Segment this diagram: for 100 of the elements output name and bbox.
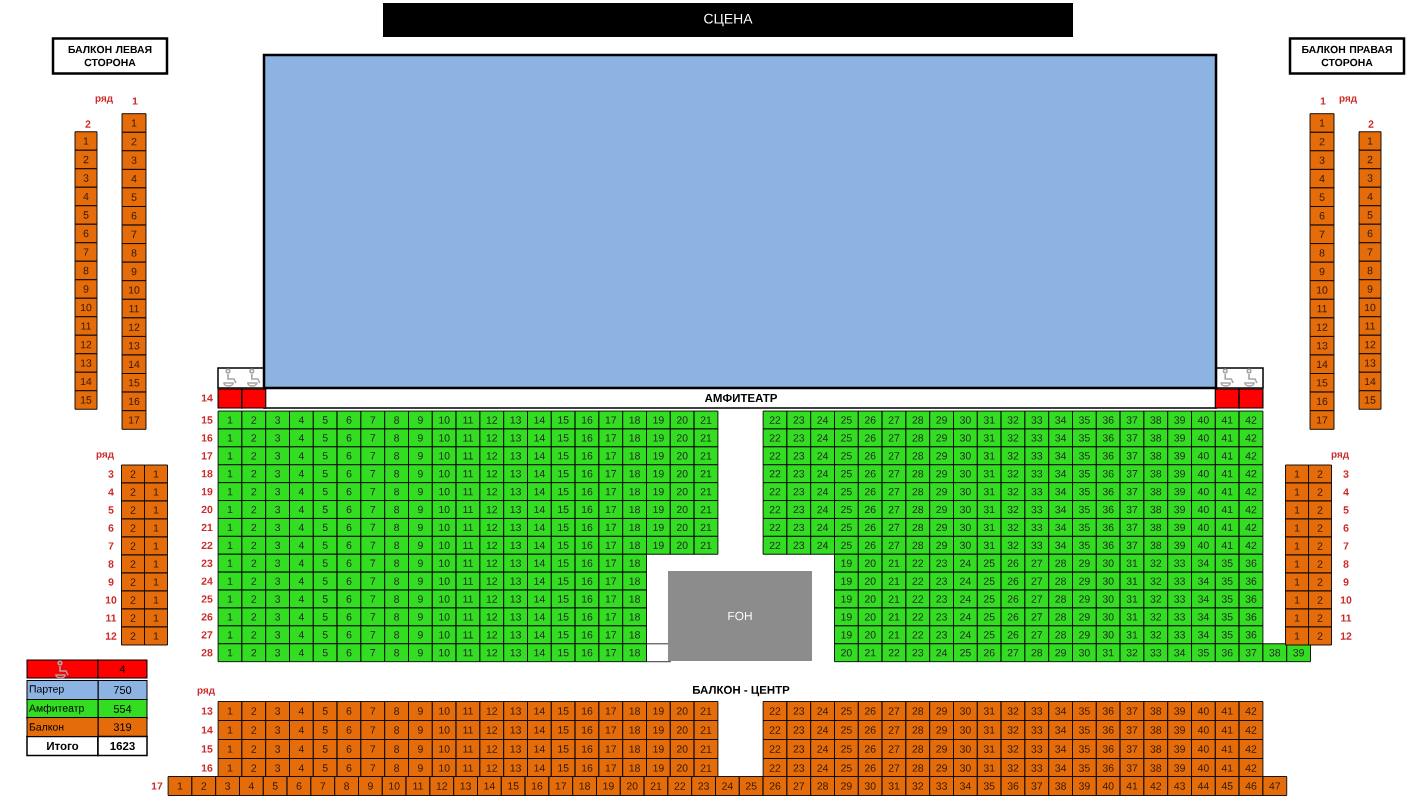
seat-cell: 1	[74, 131, 98, 151]
seat-cell: 33	[929, 776, 954, 796]
seat-cell: 2	[241, 643, 267, 663]
row-number: 10	[105, 596, 117, 604]
seat-cell: 39	[1167, 701, 1192, 721]
seat-cell: 1	[217, 758, 243, 778]
row-number: 3	[108, 470, 114, 478]
seat-cell: 42	[1238, 500, 1264, 519]
seat-cell: 2	[121, 500, 145, 520]
seat-cell: 19	[646, 428, 671, 448]
seat-cell: 34	[1191, 571, 1216, 591]
seat-cell: 7	[360, 701, 386, 721]
seat-cell: 13	[503, 589, 528, 609]
seat-cell: 24	[810, 720, 835, 740]
seat-cell: 25	[834, 758, 859, 778]
seat-cell: 17	[598, 500, 624, 519]
seat-cell: 27	[1000, 643, 1026, 663]
seat-cell: 10	[431, 410, 457, 430]
seat-cell: 14	[527, 446, 552, 466]
seat-cell: 38	[1143, 428, 1169, 448]
seat-cell: 31	[976, 701, 1002, 721]
seat-cell: 7	[360, 482, 386, 501]
seat-cell: 19	[646, 739, 671, 759]
seat-cell: 3	[265, 446, 290, 466]
seat-cell: 29	[929, 758, 954, 778]
seat-cell: 25	[976, 607, 1002, 627]
seat-cell: 20	[669, 720, 695, 740]
seat-cell: 4	[289, 607, 314, 627]
seat-cell: 28	[905, 500, 931, 519]
seat-cell: 12	[479, 607, 505, 627]
seat-cell: 12	[479, 464, 505, 484]
seat-cell: 39	[1167, 500, 1192, 519]
seat-cell: 20	[857, 607, 883, 627]
seat-cell: 2	[1308, 572, 1332, 592]
seat-cell: 20	[857, 553, 883, 573]
seat-cell: 9	[408, 446, 433, 466]
seat-cell: 2	[121, 572, 145, 592]
seat-cell: 39	[1167, 464, 1192, 484]
seat-cell: 30	[953, 428, 978, 448]
seat-cell: 1	[217, 625, 243, 645]
seat-cell: 18	[622, 446, 647, 466]
seat-cell: 1	[167, 776, 193, 796]
seat-cell: 3	[265, 571, 290, 591]
seat-cell: 8	[121, 243, 147, 263]
seat-cell: 40	[1191, 482, 1216, 501]
seat-cell: 36	[1095, 500, 1121, 519]
seat-cell: 30	[953, 518, 978, 537]
seat-cell: 26	[857, 518, 883, 537]
seat-cell: 12	[429, 776, 455, 796]
seat-cell: 23	[691, 776, 716, 796]
seat-cell: 34	[1048, 410, 1073, 430]
seat-cell: 29	[1072, 625, 1097, 645]
seat-cell: 6	[74, 223, 98, 244]
seat-cell: 1	[1285, 572, 1309, 592]
seat-cell: 2	[241, 553, 267, 573]
seat-cell: 38	[1143, 518, 1169, 537]
seat-cell: 41	[1214, 428, 1240, 448]
seat-cell: 26	[857, 739, 883, 759]
row-number: 9	[1343, 578, 1349, 586]
seat-cell: 7	[310, 776, 336, 796]
seat-cell: 4	[289, 758, 314, 778]
seat-cell: 6	[336, 518, 362, 537]
seat-cell: 1	[217, 500, 243, 519]
seat-cell: 10	[431, 446, 457, 466]
seat-cell: 39	[1167, 410, 1192, 430]
seat-cell: 10	[74, 297, 98, 318]
seat-cell: 23	[786, 739, 812, 759]
seat-cell: 1	[144, 590, 168, 610]
seat-cell: 24	[810, 446, 835, 466]
seat-cell: 28	[905, 410, 931, 430]
seat-cell: 18	[622, 410, 647, 430]
seat-cell: 27	[1024, 625, 1050, 645]
seat-cell: 36	[1095, 410, 1121, 430]
seat-cell: 32	[1000, 428, 1026, 448]
seat-cell: 5	[312, 720, 338, 740]
seat-cell: 36	[1238, 607, 1264, 627]
seat-cell: 17	[598, 571, 624, 591]
seat-cell: 15	[1309, 373, 1335, 393]
seat-cell: 41	[1214, 701, 1240, 721]
seat-cell: 22	[762, 739, 788, 759]
seat-cell: 10	[1309, 280, 1335, 300]
seat-cell: 8	[384, 410, 409, 430]
seat-cell: 23	[929, 589, 954, 609]
seat-cell: 25	[834, 720, 859, 740]
seat-cell: 20	[857, 571, 883, 591]
seat-cell: 2	[121, 590, 145, 610]
seat-cell: 2	[241, 720, 267, 740]
seat-cell: 10	[381, 776, 407, 796]
seat-cell: 32	[1000, 464, 1026, 484]
seat-cell: 38	[1143, 464, 1169, 484]
seat-cell: 26	[1000, 607, 1026, 627]
seat-cell: 28	[810, 776, 835, 796]
seat-cell: 30	[953, 482, 978, 501]
seat-cell: 10	[431, 739, 457, 759]
seat-cell: 16	[574, 720, 600, 740]
seat-cell: 17	[598, 589, 624, 609]
seat-cell: 15	[550, 535, 576, 555]
seat-cell: 12	[479, 428, 505, 448]
seat-cell: 14	[527, 643, 552, 663]
row-number: 23	[201, 559, 213, 567]
